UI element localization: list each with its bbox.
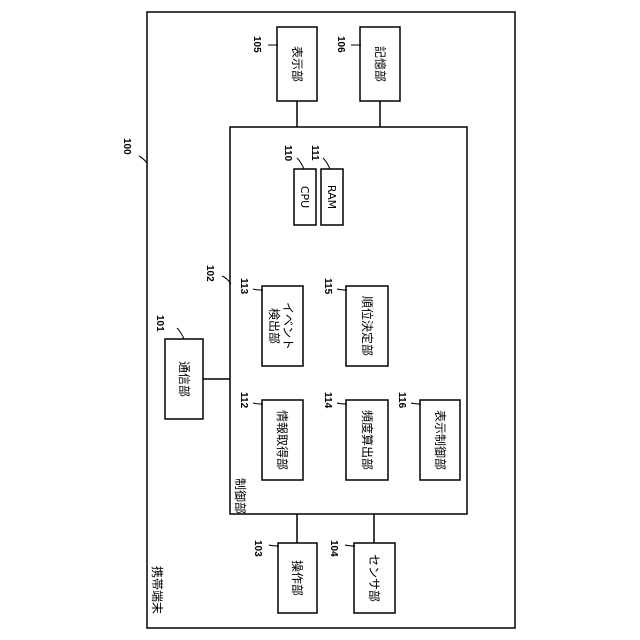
ref-103: 103 (252, 540, 263, 557)
ref-115: 115 (322, 278, 333, 295)
event-detection-label-1: イベント (281, 302, 295, 350)
ref-101: 101 (154, 315, 165, 332)
cpu-label: CPU (298, 186, 311, 208)
communication-label: 通信部 (177, 361, 192, 397)
info-acquisition-label: 情報取得部 (275, 410, 290, 470)
ref-114: 114 (322, 392, 333, 409)
display-label: 表示部 (290, 46, 305, 82)
storage-label: 記憶部 (373, 46, 388, 82)
ref-104: 104 (328, 540, 339, 557)
ref-105: 105 (251, 36, 262, 53)
ref-112: 112 (238, 392, 249, 409)
ref-113: 113 (238, 278, 249, 295)
ref-111: 111 (309, 145, 320, 161)
sensor-label: センサ部 (367, 554, 382, 602)
display-control-label: 表示制御部 (433, 410, 448, 470)
operation-label: 操作部 (290, 560, 305, 596)
ref-102: 102 (204, 265, 215, 282)
device-label: 携帯端末 (150, 566, 165, 614)
frequency-calc-label: 頻度算出部 (360, 410, 375, 470)
controller-label: 制御部 (233, 478, 248, 514)
ref-110: 110 (282, 145, 293, 162)
ref-116: 116 (396, 392, 407, 409)
rank-decision-label: 順位決定部 (360, 296, 375, 356)
leader-100 (139, 156, 147, 163)
event-detection-label-2: 検出部 (267, 308, 282, 344)
ram-label: RAM (325, 185, 338, 209)
ref-106: 106 (335, 36, 346, 53)
ref-100: 100 (121, 138, 132, 155)
